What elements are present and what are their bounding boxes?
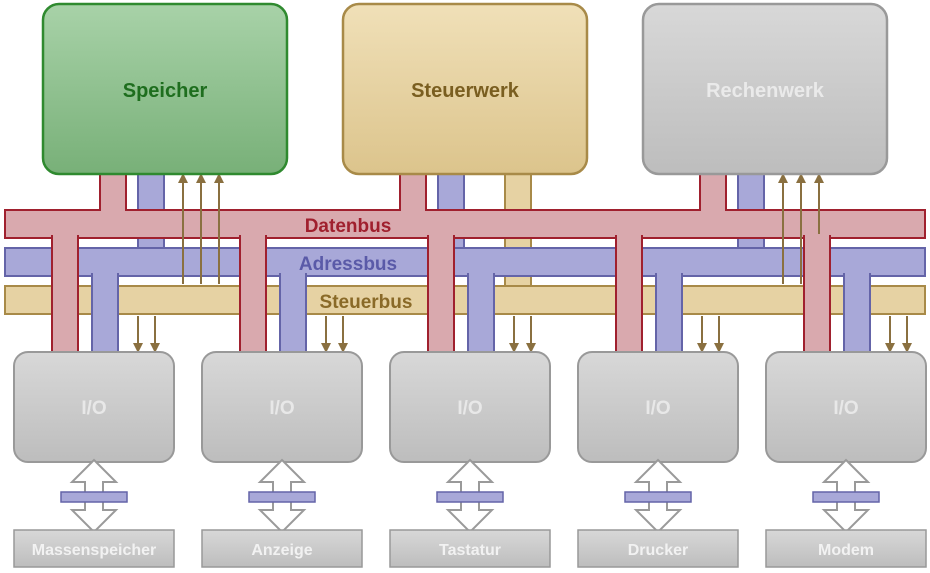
io-module-3: I/O <box>389 351 551 463</box>
data-bus-label: Datenbus <box>305 216 392 237</box>
memory-unit: Speicher <box>41 2 289 176</box>
io-label: I/O <box>81 398 106 419</box>
control-unit: Steuerwerk <box>341 2 589 176</box>
device-4: Drucker <box>577 529 739 568</box>
control-signal-arrows-lower <box>133 316 912 353</box>
device-label: Drucker <box>628 542 688 559</box>
device-label: Tastatur <box>439 542 501 559</box>
io-label: I/O <box>645 398 670 419</box>
interface-bar <box>436 491 504 503</box>
device-label: Massenspeicher <box>32 542 157 559</box>
lower-connectors <box>51 234 871 355</box>
junctions <box>101 206 725 214</box>
io-module-2: I/O <box>201 351 363 463</box>
address-bus-label: Adressbus <box>299 254 397 275</box>
interface-bar <box>624 491 692 503</box>
device-5: Modem <box>765 529 927 568</box>
interface-bar <box>60 491 128 503</box>
alu-unit: Rechenwerk <box>641 2 889 176</box>
control-bus-label: Steuerbus <box>320 292 413 313</box>
device-label: Modem <box>818 542 874 559</box>
interface-bar <box>812 491 880 503</box>
io-label: I/O <box>457 398 482 419</box>
io-module-4: I/O <box>577 351 739 463</box>
address-bus <box>4 247 926 277</box>
device-3: Tastatur <box>389 529 551 568</box>
memory-label: Speicher <box>123 80 208 102</box>
bidirectional-arrows <box>60 458 880 534</box>
io-module-5: I/O <box>765 351 927 463</box>
device-2: Anzeige <box>201 529 363 568</box>
control-unit-label: Steuerwerk <box>411 80 520 102</box>
data-bus <box>4 209 926 239</box>
io-label: I/O <box>269 398 294 419</box>
device-1: Massenspeicher <box>13 529 175 568</box>
io-module-1: I/O <box>13 351 175 463</box>
control-bus <box>4 285 926 315</box>
io-label: I/O <box>833 398 858 419</box>
interface-bar <box>248 491 316 503</box>
alu-label: Rechenwerk <box>706 80 825 102</box>
device-label: Anzeige <box>251 542 312 559</box>
